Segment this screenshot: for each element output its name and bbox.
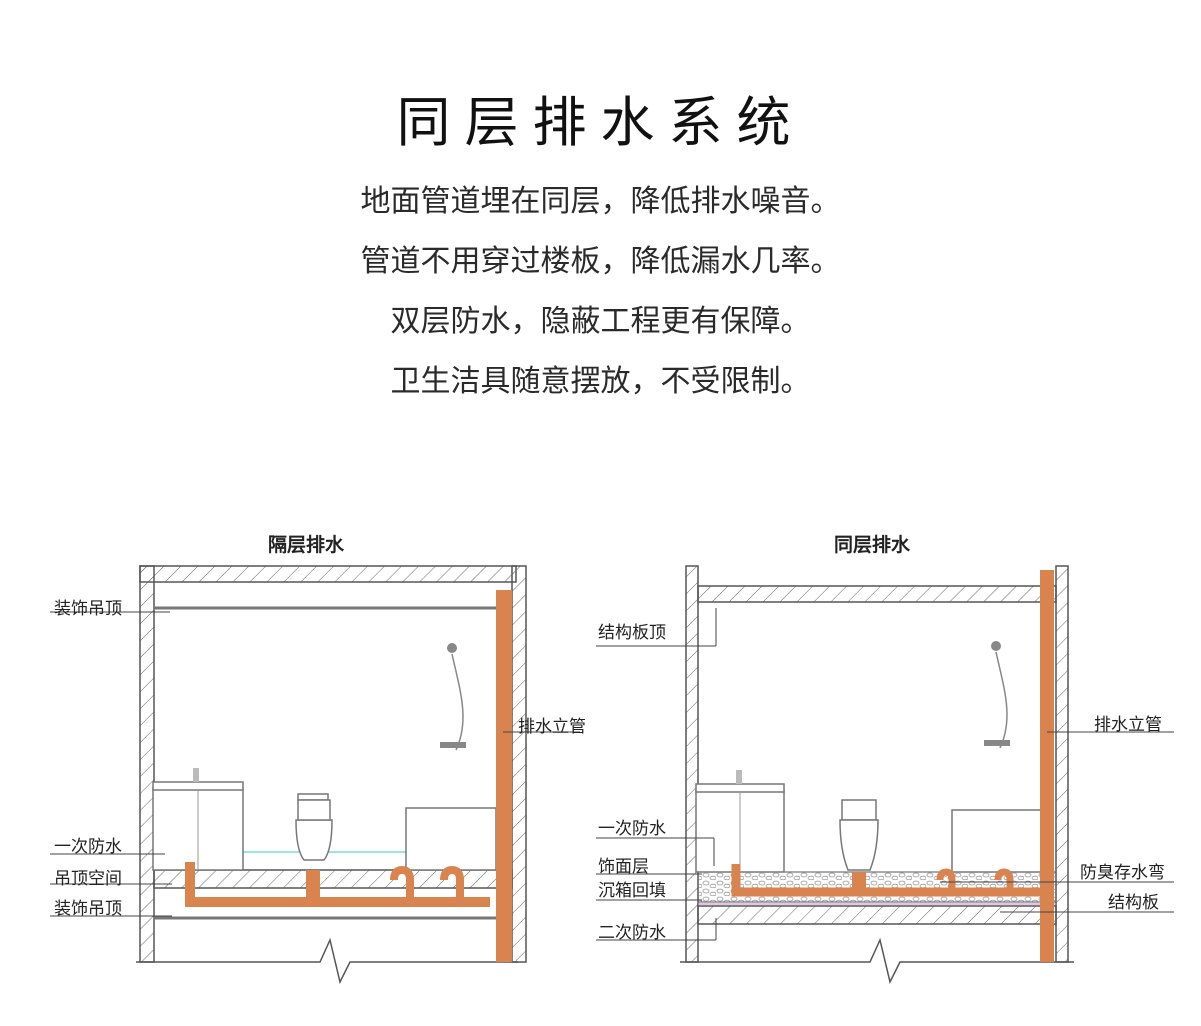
- left-wall: [139, 565, 155, 963]
- label-waterproof: 一次防水: [54, 837, 122, 857]
- backfill: [697, 871, 1057, 903]
- toilet: [839, 819, 879, 871]
- label-riser: 排水立管: [518, 717, 586, 737]
- feature-line: 地面管道埋在同层，降低排水噪音。: [360, 184, 841, 219]
- feature-list: 地面管道埋在同层，降低排水噪音。 管道不用穿过楼板，降低漏水几率。 双层防水，隐…: [0, 172, 1201, 412]
- drain-pipe: [185, 862, 490, 907]
- break-line: [136, 937, 518, 985]
- right-diagram: 同层排水: [590, 520, 1190, 1020]
- label-ceiling-bottom: 装饰吊顶: [54, 899, 122, 919]
- label-trap: 防臭存水弯: [1080, 863, 1165, 883]
- right-diagram-drawing: [596, 565, 1174, 985]
- left-diagram-drawing: [50, 565, 580, 985]
- bathtub: [951, 809, 1043, 873]
- drain-riser: [1040, 570, 1054, 962]
- label-waterproof-1: 一次防水: [598, 819, 666, 839]
- label-ceiling: 装饰吊顶: [54, 599, 122, 619]
- left-diagram: 隔层排水: [40, 520, 600, 1020]
- label-finish: 饰面层: [598, 857, 649, 877]
- left-diagram-title: 隔层排水: [268, 534, 345, 556]
- feature-line: 双层防水，隐蔽工程更有保障。: [390, 304, 811, 339]
- left-wall: [685, 565, 699, 963]
- label-slab: 结构板: [1108, 893, 1159, 913]
- shower-head-icon: [447, 643, 457, 653]
- page-title: 同层排水系统: [396, 91, 805, 154]
- label-space: 吊顶空间: [54, 869, 122, 889]
- break-line: [680, 937, 1074, 985]
- toilet: [295, 819, 333, 861]
- label-waterproof-2: 二次防水: [598, 923, 666, 943]
- structural-slab: [697, 905, 1057, 925]
- bathtub: [405, 807, 497, 871]
- right-diagram-title: 同层排水: [834, 534, 911, 556]
- label-riser: 排水立管: [1094, 715, 1162, 735]
- drain-riser: [496, 590, 512, 962]
- right-wall: [1055, 565, 1069, 963]
- top-slab: [139, 565, 517, 583]
- trap-icon: [936, 868, 956, 892]
- label-backfill: 沉箱回填: [598, 881, 666, 901]
- shower-head-icon: [991, 641, 1001, 651]
- drain-pipe: [731, 864, 1040, 897]
- feature-line: 管道不用穿过楼板，降低漏水几率。: [360, 244, 841, 279]
- top-slab: [697, 585, 1057, 603]
- feature-line: 卫生洁具随意摆放，不受限制。: [390, 364, 811, 399]
- right-wall: [511, 565, 527, 963]
- label-slab-top: 结构板顶: [598, 623, 666, 643]
